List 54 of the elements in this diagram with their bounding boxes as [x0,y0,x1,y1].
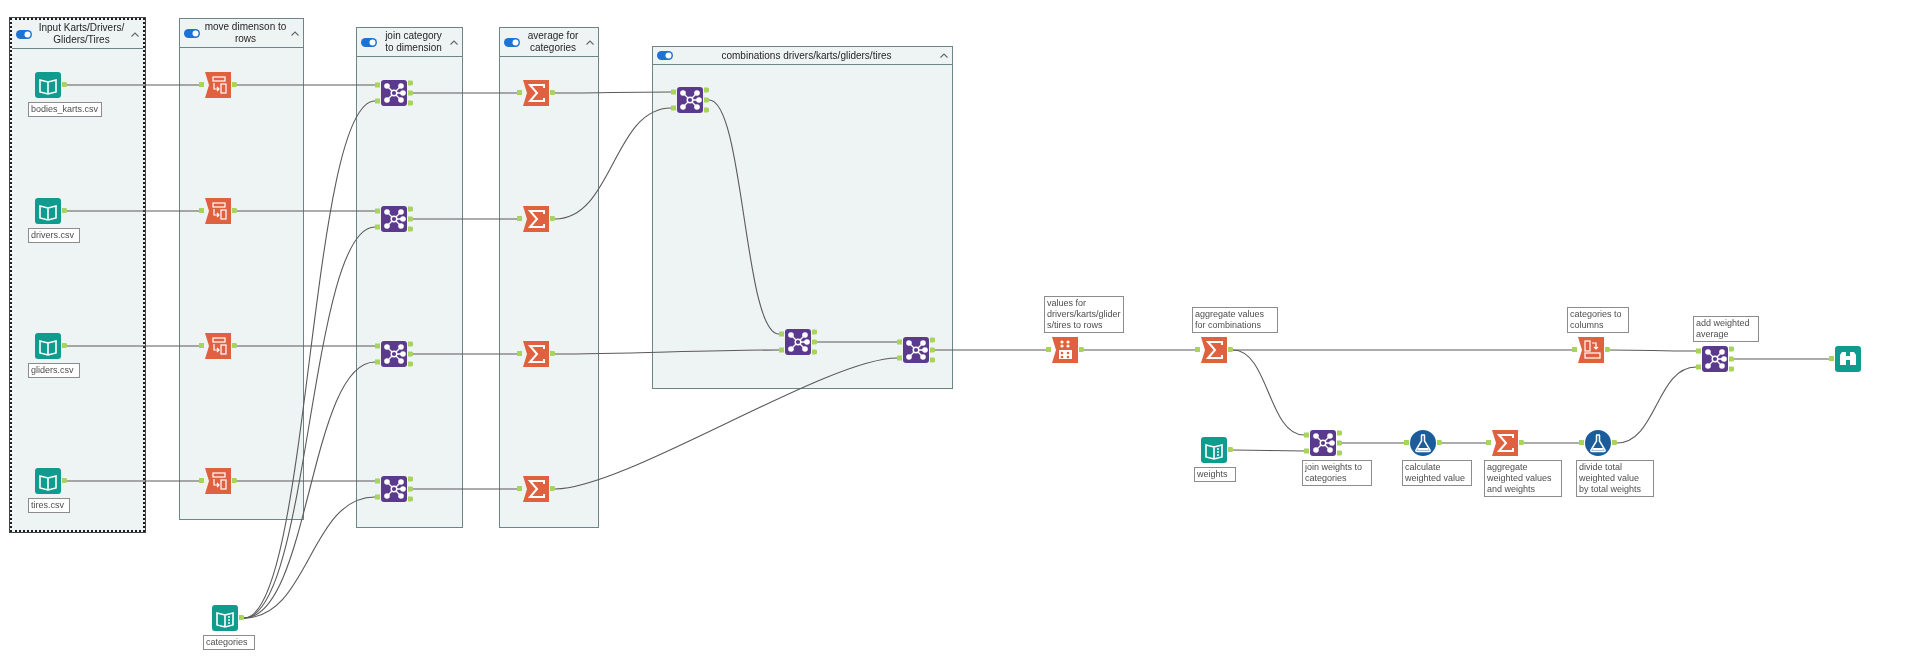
container-title: Input Karts/Drivers/ Gliders/Tires [37,22,126,46]
connection-line [1341,442,1405,444]
connection-line [1232,349,1573,351]
connection-line [66,345,200,347]
tool-container [499,27,599,528]
container-title: average for categories [526,30,580,54]
connection-line [1083,349,1196,351]
tool-annotation: bodies_karts.csv [28,102,102,117]
connection-line [816,341,898,343]
connection-line [412,218,518,220]
connection-line [554,357,898,490]
tool-annotation: add weighted average [1693,316,1759,342]
connection-line [708,99,780,335]
connection-line [236,480,376,482]
tool-annotation: categories [203,635,255,650]
tool-annotation: weights [1194,467,1236,482]
connection-line [66,84,200,86]
connection-line [1232,449,1305,452]
tool-container [179,18,304,520]
connection-line [412,353,518,355]
connection-line [1733,358,1830,360]
tool-annotation: join weights to categories [1302,460,1372,486]
container-title: move dimenson to rows [203,21,288,45]
connection-line [66,480,200,482]
tool-annotation: drivers.csv [28,228,80,243]
connection-line [236,84,376,86]
tool-annotation: tires.csv [28,498,70,513]
connection-line [66,210,200,212]
container-title: join category to dimension [384,30,443,54]
tool-annotation: aggregate weighted values and weights [1484,460,1562,497]
tool-annotation: gliders.csv [28,363,80,378]
connection-line [554,349,780,355]
tool-container [356,27,463,528]
connection-line [554,91,672,94]
connection-line [554,107,672,220]
tool-annotation: calculate weighted value [1402,460,1472,486]
tool-annotation: categories to columns [1567,307,1629,333]
container-title: combinations drivers/karts/gliders/tires [720,49,893,62]
connection-line [236,345,376,347]
tool-container [652,46,953,389]
connection-line [1441,442,1487,444]
connection-line [243,496,376,619]
tool-container [10,18,145,532]
connection-line [412,488,518,490]
connection-line [236,210,376,212]
connection-line [1232,349,1305,436]
connection-line [1523,442,1580,444]
connection-line [934,349,1047,351]
tool-annotation: aggregate values for combinations [1192,307,1278,333]
tool-annotation: divide total weighted value by total weights [1576,460,1654,497]
connection-line [412,92,518,94]
tool-annotation: values for drivers/karts/gliders/tires to rows [1044,296,1124,333]
connection-line [1616,366,1697,444]
connection-line [1609,349,1697,352]
